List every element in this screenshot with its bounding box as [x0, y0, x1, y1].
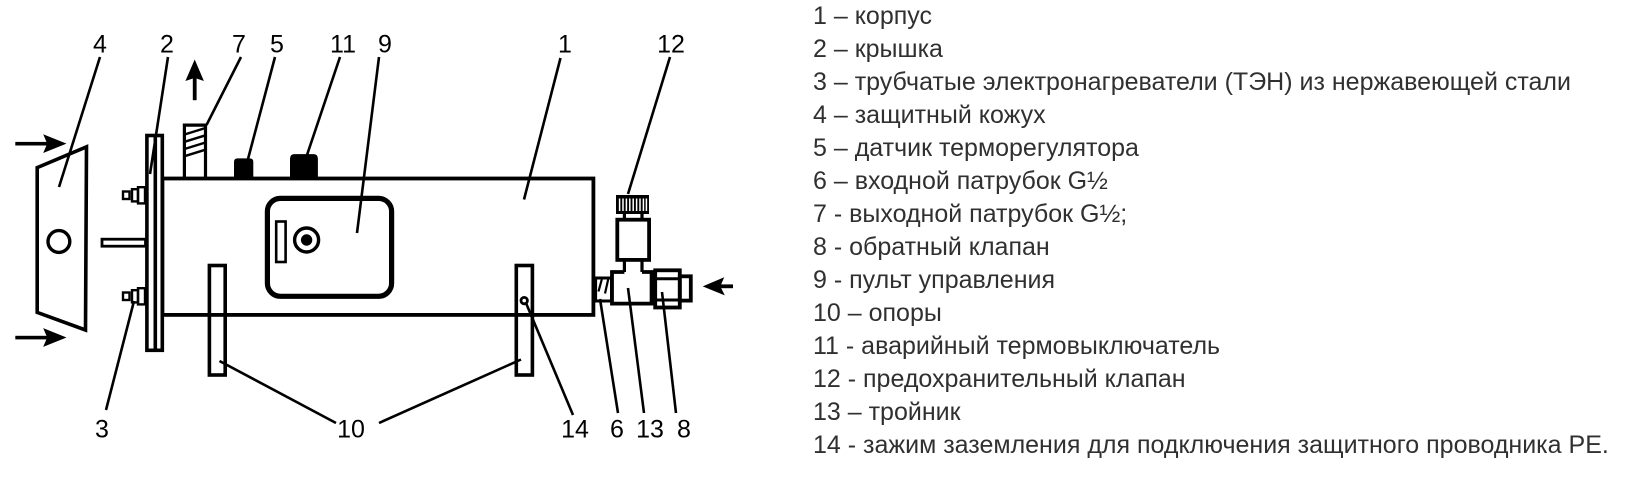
svg-text:8: 8: [677, 416, 691, 444]
svg-text:14: 14: [561, 416, 589, 444]
svg-text:9: 9: [378, 31, 392, 59]
svg-text:1: 1: [558, 31, 572, 59]
svg-text:10: 10: [337, 416, 365, 444]
svg-text:6: 6: [610, 416, 624, 444]
svg-text:13: 13: [636, 416, 664, 444]
svg-text:12: 12: [657, 31, 685, 59]
svg-text:11: 11: [330, 31, 356, 59]
svg-text:4: 4: [93, 31, 107, 59]
svg-text:7: 7: [232, 31, 246, 59]
svg-text:2: 2: [160, 31, 174, 59]
svg-text:3: 3: [95, 416, 109, 444]
svg-text:5: 5: [270, 31, 284, 59]
